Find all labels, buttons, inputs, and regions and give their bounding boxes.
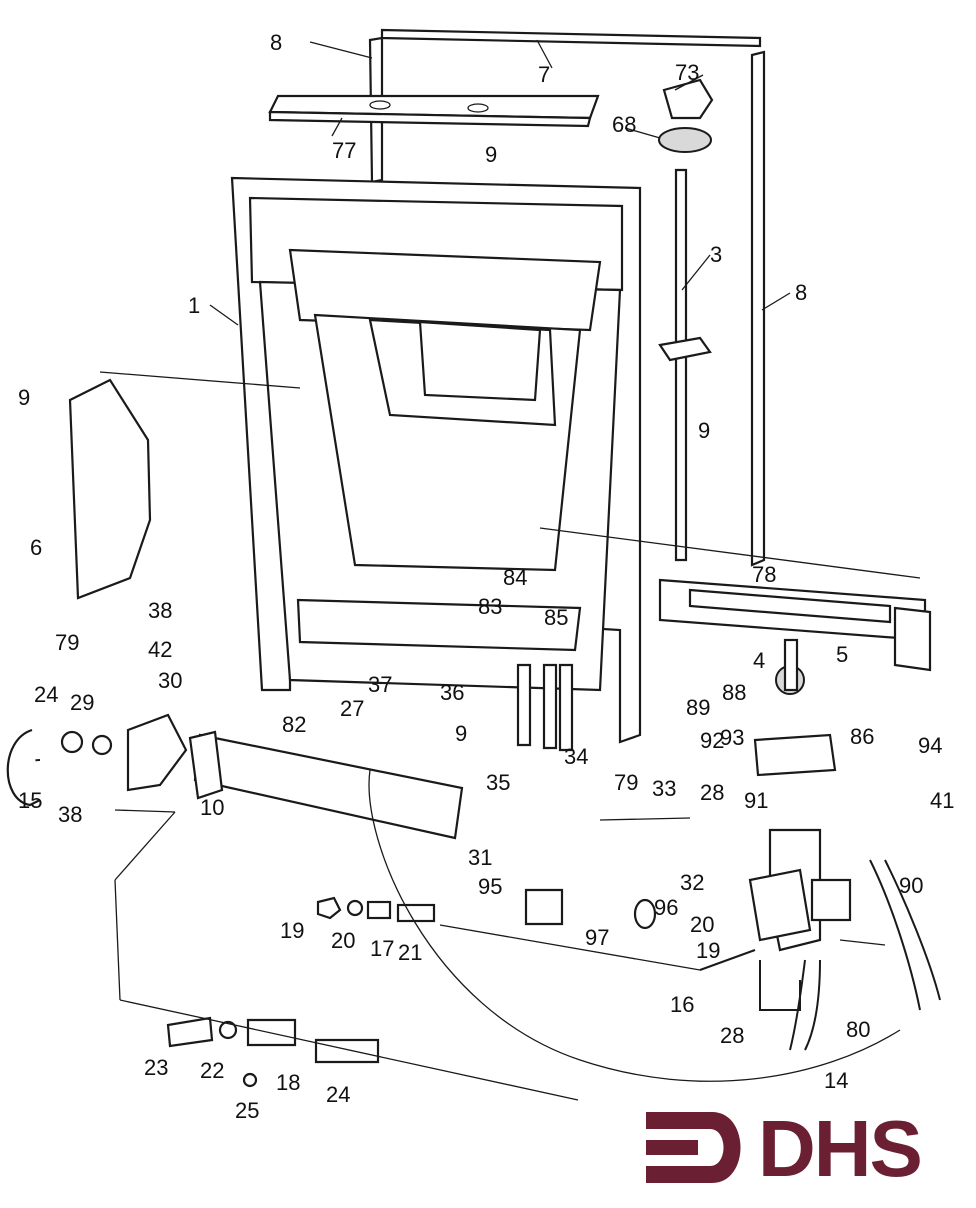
part-number-label: 9 <box>18 385 30 410</box>
part-number-label: 38 <box>148 598 172 623</box>
part-number-label: 9 <box>698 418 710 443</box>
part-number-label: 9 <box>455 721 467 746</box>
logo-arrow-mark <box>646 1112 741 1183</box>
part-number-label: 35 <box>486 770 510 795</box>
part-number-label: 10 <box>200 795 224 820</box>
main-frame <box>230 176 642 744</box>
part-number-label: 19 <box>696 938 720 963</box>
part-number-label: 80 <box>846 1017 870 1042</box>
part-number-label: 73 <box>675 60 699 85</box>
part-number-label: 8 <box>270 30 282 55</box>
part-number-label: 24 <box>326 1082 350 1107</box>
top-bracket <box>268 94 600 128</box>
part-number-label: 6 <box>30 535 42 560</box>
logo-text: DHS <box>758 1104 923 1193</box>
burner-pipe <box>6 713 464 840</box>
part-number-label: 8 <box>795 280 807 305</box>
part-number-label: 34 <box>564 744 588 769</box>
part-number-label: 19 <box>280 918 304 943</box>
part-number-label: 28 <box>700 780 724 805</box>
part-number-label: 36 <box>440 680 464 705</box>
part-number-label: 86 <box>850 724 874 749</box>
part-number-label: 91 <box>744 788 768 813</box>
part-number-label: 22 <box>200 1058 224 1083</box>
part-number-label: 3 <box>710 242 722 267</box>
part-number-label: 92 <box>700 728 724 753</box>
part-number-label: 90 <box>899 873 923 898</box>
strip-brackets <box>516 663 574 752</box>
burner-tray <box>658 578 932 672</box>
part-number-label: 9 <box>485 142 497 167</box>
gas-tubes <box>368 769 941 1082</box>
part-number-label: 24 <box>34 682 58 707</box>
part-number-label: 16 <box>670 992 694 1017</box>
part-number-label: 15 <box>18 788 42 813</box>
part-number-label: 25 <box>235 1098 259 1123</box>
fittings <box>166 888 657 1088</box>
part-number-label: 83 <box>478 594 502 619</box>
control-rod <box>658 78 714 562</box>
part-number-label: 78 <box>752 562 776 587</box>
part-number-label: 33 <box>652 776 676 801</box>
part-number-label: 41 <box>930 788 954 813</box>
part-number-label: 21 <box>398 940 422 965</box>
dhs-logo: DHS <box>640 1100 970 1195</box>
part-number-label: 7 <box>538 62 550 87</box>
part-number-label: 14 <box>824 1068 848 1093</box>
part-number-label: 29 <box>70 690 94 715</box>
part-number-label: 82 <box>282 712 306 737</box>
leader-lines <box>99 39 921 1101</box>
part-number-label: 4 <box>753 648 765 673</box>
gas-valve <box>748 638 852 952</box>
part-number-label: 30 <box>158 668 182 693</box>
part-number-label: 23 <box>144 1055 168 1080</box>
part-number-label: 94 <box>918 733 942 758</box>
part-number-label: 37 <box>368 672 392 697</box>
part-number-label: 84 <box>503 565 527 590</box>
part-number-label: 32 <box>680 870 704 895</box>
part-number-label: 95 <box>478 874 502 899</box>
side-panel <box>68 378 152 600</box>
part-number-label: 31 <box>468 845 492 870</box>
part-number-label: 38 <box>58 802 82 827</box>
part-number-label: 18 <box>276 1070 300 1095</box>
part-number-label: 68 <box>612 112 636 137</box>
part-number-label: 96 <box>654 895 678 920</box>
part-number-label: 28 <box>720 1023 744 1048</box>
part-number-label: 20 <box>331 928 355 953</box>
part-number-label: 20 <box>690 912 714 937</box>
part-number-label: 77 <box>332 138 356 163</box>
part-number-label: 79 <box>614 770 638 795</box>
part-number-label: 79 <box>55 630 79 655</box>
part-number-label: 88 <box>722 680 746 705</box>
part-number-label: 42 <box>148 637 172 662</box>
part-number-label: 85 <box>544 605 568 630</box>
part-number-label: 27 <box>340 696 364 721</box>
part-number-label: 17 <box>370 936 394 961</box>
part-number-label: 89 <box>686 695 710 720</box>
part-number-label: 93 <box>720 725 744 750</box>
part-number-label: 5 <box>836 642 848 667</box>
part-number-label: 1 <box>188 293 200 318</box>
part-number-label: 97 <box>585 925 609 950</box>
